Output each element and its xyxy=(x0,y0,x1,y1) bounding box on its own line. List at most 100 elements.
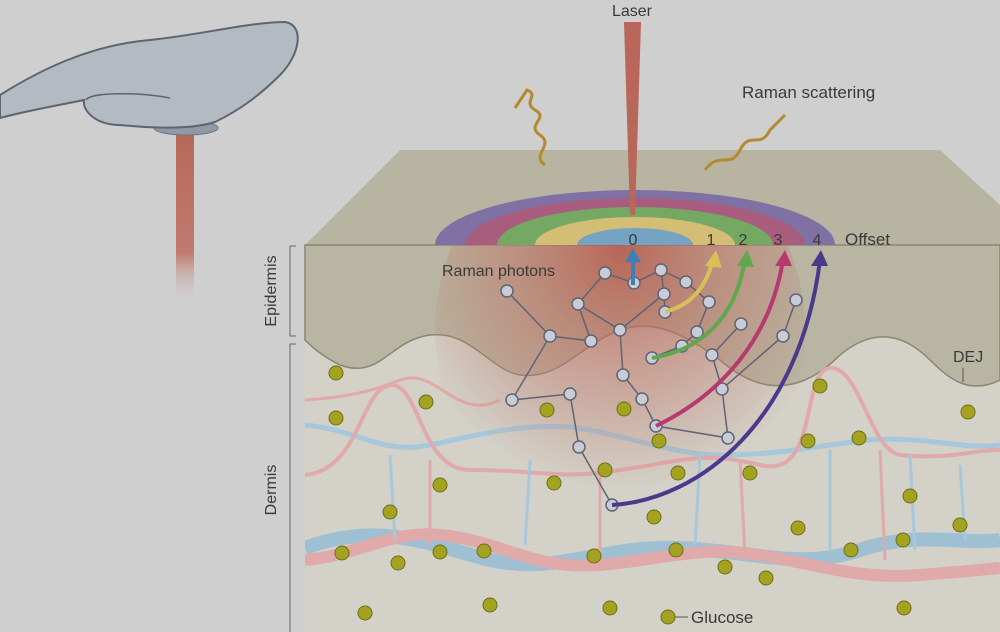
arrow-offset-4 xyxy=(611,259,822,507)
glucose-molecule xyxy=(476,543,492,559)
glucose-molecule xyxy=(586,548,602,564)
glucose-molecule xyxy=(390,555,406,571)
offset-number-1: 1 xyxy=(707,232,716,249)
photon-scatter-node xyxy=(702,295,716,309)
photon-scatter-node xyxy=(657,287,671,301)
raman-photons-label: Raman photons xyxy=(442,263,555,280)
glucose-molecule xyxy=(717,559,733,575)
photon-path-edge xyxy=(506,290,551,337)
glucose-molecule xyxy=(660,609,676,625)
photon-scatter-node xyxy=(789,293,803,307)
arrowhead-offset-2 xyxy=(737,250,754,267)
photon-scatter-node xyxy=(572,440,586,454)
arrow-offset-1 xyxy=(664,259,715,314)
arrowhead-offset-4 xyxy=(811,250,828,266)
offset-label: Offset xyxy=(845,230,890,249)
wave-left xyxy=(513,88,547,167)
glucose-molecule xyxy=(597,462,613,478)
photon-path-edge xyxy=(655,425,729,439)
photon-path-edge xyxy=(619,293,665,331)
photon-scatter-node xyxy=(563,387,577,401)
arrowheads xyxy=(625,248,828,268)
photon-scatter-node xyxy=(654,263,668,277)
arrow-offset-2 xyxy=(651,259,747,360)
light-diffusion-glow xyxy=(435,245,805,530)
photon-scatter-node xyxy=(721,431,735,445)
glucose-molecule xyxy=(328,410,344,426)
photon-scatter-node xyxy=(776,329,790,343)
laser-label: Laser xyxy=(612,3,653,20)
thumb-line xyxy=(85,93,171,101)
glucose-molecule xyxy=(616,401,632,417)
dermis-label: Dermis xyxy=(263,465,280,516)
photon-path-edge xyxy=(721,335,784,390)
photon-path-edge xyxy=(711,323,742,356)
glucose-molecule xyxy=(432,477,448,493)
glucose-molecule xyxy=(670,465,686,481)
glucose-molecule xyxy=(902,488,918,504)
glucose-molecule xyxy=(896,600,912,616)
photon-scatter-node xyxy=(690,325,704,339)
laser-beam xyxy=(624,22,641,215)
photon-scatter-node xyxy=(705,348,719,362)
glucose-molecule xyxy=(357,605,373,621)
arrowhead-offset-0 xyxy=(625,248,641,262)
photon-path-edge xyxy=(578,446,613,506)
photon-scatter-node xyxy=(598,266,612,280)
photon-path-edge xyxy=(619,329,624,376)
epidermis-bracket xyxy=(289,245,296,337)
glucose-molecule xyxy=(843,542,859,558)
side-laser-beam xyxy=(176,130,194,305)
dej-label: DEJ xyxy=(953,349,983,366)
arrowhead-offset-1 xyxy=(705,250,722,268)
photon-path-edge xyxy=(577,272,606,305)
offset-numbers: 0 1 2 3 4 xyxy=(629,232,822,249)
photon-path-edge xyxy=(511,335,551,401)
hand-icon xyxy=(0,20,299,129)
photon-scatter-node xyxy=(715,382,729,396)
offset-number-0: 0 xyxy=(629,232,638,249)
offset-number-3: 3 xyxy=(774,232,783,249)
glucose-molecule xyxy=(758,570,774,586)
photon-scatter-node xyxy=(505,393,519,407)
glucose-molecule xyxy=(952,517,968,533)
glucose-molecule xyxy=(546,475,562,491)
glucose-molecule xyxy=(539,402,555,418)
photon-scatter-node xyxy=(543,329,557,343)
photon-path-edge xyxy=(549,335,592,342)
glucose-molecule xyxy=(851,430,867,446)
photon-path-network xyxy=(500,263,803,512)
raman-scattering-waves xyxy=(513,88,787,171)
photon-path-edge xyxy=(569,393,580,448)
glucose-molecule xyxy=(328,365,344,381)
finger-illustration xyxy=(0,20,299,305)
glucose-molecule xyxy=(790,520,806,536)
offset-arrows xyxy=(611,255,822,507)
glucose-molecule xyxy=(602,600,618,616)
photon-scatter-node xyxy=(571,297,585,311)
offset-rings xyxy=(435,190,835,245)
arrow-offset-3 xyxy=(655,259,785,428)
glucose-molecule xyxy=(895,532,911,548)
photon-scatter-node xyxy=(500,284,514,298)
offset-number-4: 4 xyxy=(813,232,822,249)
photon-scatter-node xyxy=(635,392,649,406)
ring-offset-0 xyxy=(577,228,693,245)
photon-path-edge xyxy=(577,303,621,331)
offset-number-2: 2 xyxy=(739,232,748,249)
glucose-molecule xyxy=(482,597,498,613)
photon-path-edge xyxy=(721,388,729,439)
photon-path-edge xyxy=(511,393,571,401)
glucose-molecule xyxy=(651,433,667,449)
glucose-molecule xyxy=(960,404,976,420)
glucose-molecule xyxy=(432,544,448,560)
raman-scattering-label: Raman scattering xyxy=(742,83,875,102)
dermis-bracket xyxy=(289,343,296,632)
glucose-molecule xyxy=(382,504,398,520)
artery-large xyxy=(305,528,1000,582)
epidermis-label: Epidermis xyxy=(263,255,280,326)
photon-scatter-node xyxy=(734,317,748,331)
glucose-label: Glucose xyxy=(691,608,753,627)
